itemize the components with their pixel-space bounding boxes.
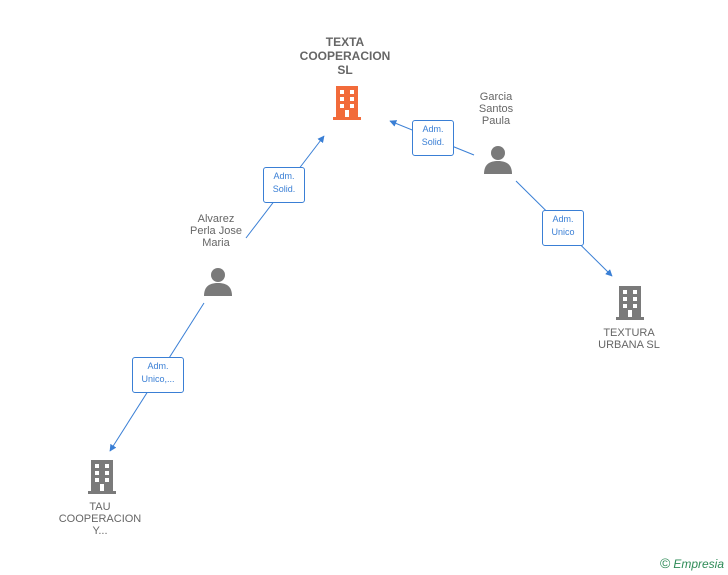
edge-label-alvarez-texta[interactable]: Adm. Solid. xyxy=(263,167,305,203)
building-icon[interactable] xyxy=(614,286,646,320)
edge-label-alvarez-tau[interactable]: Adm. Unico,... xyxy=(132,357,184,393)
brand-watermark: ©Empresia xyxy=(660,555,724,571)
building-icon[interactable] xyxy=(331,86,363,120)
building-icon[interactable] xyxy=(86,460,118,494)
node-alvarez-label: Alvarez Perla Jose Maria xyxy=(190,213,242,249)
node-tau-label: TAU COOPERACION Y... xyxy=(58,501,142,537)
person-icon[interactable] xyxy=(203,267,233,297)
node-textura-label: TEXTURA URBANA SL xyxy=(598,327,660,351)
brand-name: Empresia xyxy=(673,557,724,571)
node-garcia-label: Garcia Santos Paula xyxy=(478,91,514,127)
copyright-symbol: © xyxy=(659,555,671,571)
person-icon[interactable] xyxy=(483,145,513,175)
edge-label-garcia-textura[interactable]: Adm. Unico xyxy=(542,210,584,246)
node-texta-label: TEXTA COOPERACION SL xyxy=(299,35,391,77)
edge-label-garcia-texta[interactable]: Adm. Solid. xyxy=(412,120,454,156)
